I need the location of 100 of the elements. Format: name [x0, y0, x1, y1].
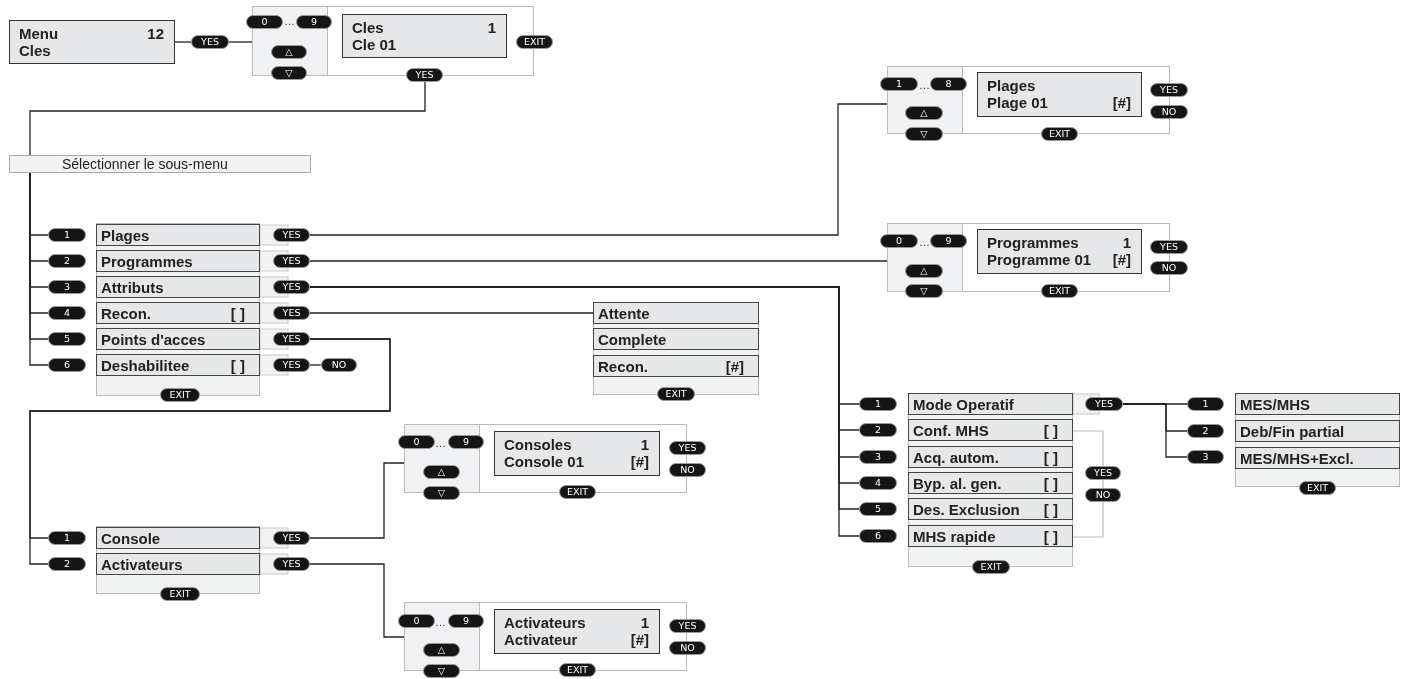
key-button: EXIT — [160, 587, 200, 601]
menu-item-text: [ ] — [1043, 421, 1058, 440]
menu-item-text: Console — [101, 529, 161, 548]
menu-item — [96, 328, 260, 350]
screen-text: Activateur — [504, 631, 578, 648]
screen-text: 1 — [487, 19, 496, 36]
menu-item-text: [ ] — [230, 356, 245, 375]
key-button: YES — [273, 531, 310, 545]
ellipsis-text: … — [435, 438, 446, 449]
screen-text: Console 01 — [504, 453, 585, 470]
key-button: △ — [271, 45, 307, 59]
menu-item-text: [ ] — [230, 304, 245, 323]
menu-item-text: Activateurs — [101, 555, 183, 574]
menu-item — [908, 446, 1073, 468]
menu-item — [908, 393, 1073, 415]
lcd-screen — [342, 14, 507, 58]
screen-text: [#] — [630, 453, 649, 470]
screen-text: Cles — [352, 19, 384, 36]
key-button: 2 — [48, 254, 86, 268]
key-button: △ — [905, 264, 943, 278]
key-button: NO — [1150, 105, 1188, 119]
menu-item-text: MES/MHS+Excl. — [1240, 449, 1354, 468]
key-button: NO — [1085, 488, 1121, 502]
key-button: 1 — [48, 228, 86, 242]
key-button: 5 — [48, 332, 86, 346]
submenu-bar — [9, 155, 311, 173]
menu-item-text: Plages — [101, 226, 150, 245]
key-button: YES — [669, 619, 706, 633]
key-button: YES — [1150, 83, 1188, 97]
screen-text: [#] — [1112, 251, 1131, 268]
screen-text: Cle 01 — [352, 36, 397, 53]
menu-item — [96, 250, 260, 272]
key-button: 4 — [48, 306, 86, 320]
key-button: EXIT — [559, 663, 596, 677]
menu-item-text: MES/MHS — [1240, 395, 1310, 414]
key-button: ▽ — [271, 66, 307, 80]
key-button: NO — [669, 641, 706, 655]
key-button: ▽ — [905, 127, 943, 141]
menu-item — [1235, 393, 1400, 415]
menu-item — [908, 498, 1073, 520]
screen-text: Plages — [987, 77, 1036, 94]
connector-line — [228, 41, 253, 43]
connector-line — [174, 41, 192, 43]
lcd-screen — [977, 229, 1142, 274]
key-button: △ — [423, 643, 460, 657]
key-button: EXIT — [1299, 481, 1336, 495]
key-button: 1 — [1187, 397, 1224, 411]
key-button: YES — [273, 254, 310, 268]
key-button: 9 — [448, 614, 484, 628]
key-button: NO — [321, 358, 357, 372]
key-button: 8 — [930, 77, 967, 91]
key-button: 3 — [859, 450, 897, 464]
connector-line — [309, 364, 322, 366]
menu-item — [96, 302, 260, 324]
key-button: YES — [273, 332, 310, 346]
key-button: 4 — [859, 476, 897, 490]
key-button: EXIT — [1041, 284, 1078, 298]
key-button: 9 — [930, 234, 967, 248]
screen-text: Plage 01 — [987, 94, 1048, 111]
menu-item-text: Conf. MHS — [913, 421, 989, 440]
ellipsis-text: … — [919, 237, 930, 248]
key-button: 2 — [1187, 424, 1224, 438]
key-button: YES — [669, 441, 706, 455]
menu-item-text: Attente — [598, 304, 650, 323]
screen-text: Activateurs — [504, 614, 586, 631]
menu-item — [593, 355, 759, 377]
screen-text: 1 — [640, 436, 649, 453]
menu-item-text: [ ] — [1043, 527, 1058, 546]
key-button: YES — [273, 280, 310, 294]
menu-item-text: [ ] — [1043, 500, 1058, 519]
key-button: 9 — [448, 435, 484, 449]
screen-text: Menu — [19, 25, 59, 42]
key-button: YES — [273, 557, 310, 571]
connector-line — [1122, 403, 1188, 458]
submenu-title: Sélectionner le sous-menu — [62, 156, 228, 172]
key-button: EXIT — [160, 388, 200, 402]
key-button: 2 — [859, 423, 897, 437]
menu-item-text: Deshabilitee — [101, 356, 190, 375]
menu-item-text: Mode Operatif — [913, 395, 1014, 414]
menu-item-text: Des. Exclusion — [913, 500, 1020, 519]
key-button: EXIT — [657, 387, 695, 401]
key-button: YES — [273, 228, 310, 242]
menu-item-text: Recon. — [598, 357, 648, 376]
menu-item-text: Deb/Fin partial — [1240, 422, 1345, 441]
menu-item-text: Acq. autom. — [913, 448, 999, 467]
key-button: YES — [191, 35, 229, 49]
key-button: 0 — [246, 15, 283, 29]
key-button: ▽ — [423, 486, 460, 500]
key-button: 2 — [48, 557, 86, 571]
lcd-screen — [977, 72, 1142, 117]
screen-text: 1 — [640, 614, 649, 631]
key-button: ▽ — [423, 664, 460, 678]
key-button: 0 — [398, 614, 435, 628]
menu-item — [1235, 420, 1400, 442]
screen-text: Programme 01 — [987, 251, 1092, 268]
menu-item — [908, 419, 1073, 441]
menu-item — [96, 354, 260, 376]
menu-item — [908, 525, 1073, 547]
menu-item-text: Points d'acces — [101, 330, 206, 349]
key-button: YES — [1085, 397, 1123, 411]
